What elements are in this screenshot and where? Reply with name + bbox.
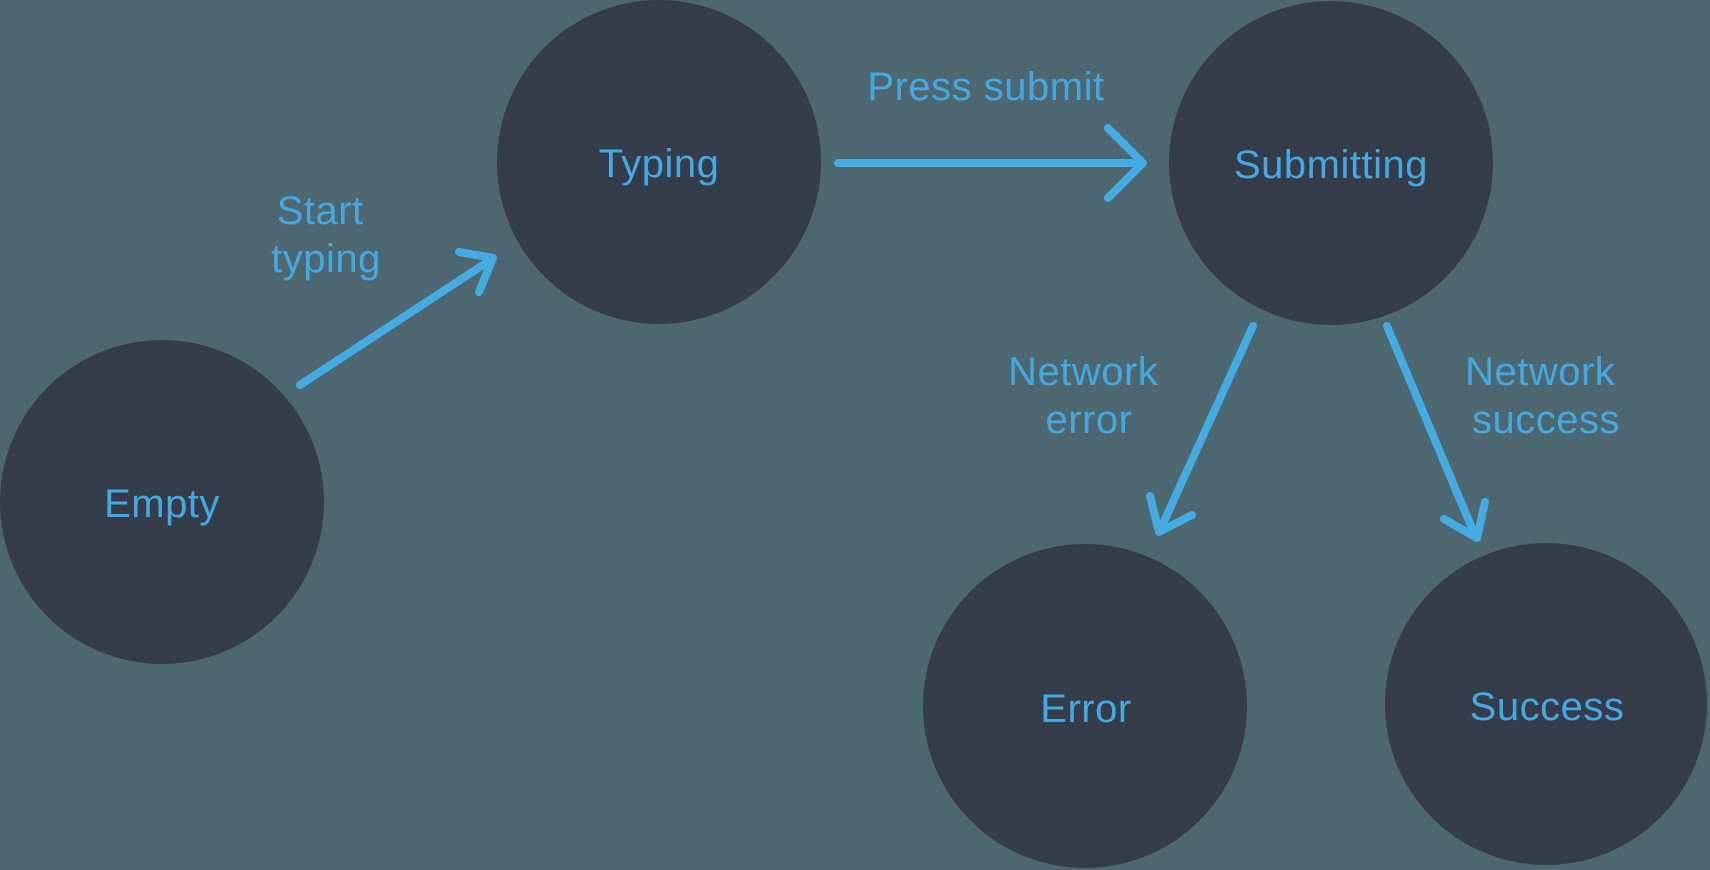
node-typing-circle xyxy=(497,0,821,324)
edge-submitting-success-line xyxy=(1383,322,1478,537)
edge-submitting-to-success: Network success xyxy=(1383,322,1627,542)
edge-empty-typing-arrowhead-icon xyxy=(455,248,497,296)
edge-empty-to-typing: Start typing xyxy=(271,189,497,389)
node-empty: Empty xyxy=(0,340,324,664)
edge-submitting-to-error: Network error xyxy=(1008,322,1257,536)
node-submitting-label: Submitting xyxy=(1234,143,1428,187)
node-error-label: Error xyxy=(1040,687,1131,731)
node-typing: Typing xyxy=(497,0,821,324)
node-empty-label: Empty xyxy=(104,482,220,526)
edge-label-press-submit: Press submit xyxy=(867,65,1104,109)
node-success-label: Success xyxy=(1470,685,1625,729)
edge-submitting-error-arrowhead-icon xyxy=(1146,492,1196,536)
node-empty-circle xyxy=(0,340,324,664)
edge-submitting-success-arrowhead-icon xyxy=(1440,498,1489,542)
edge-label-network-success: Network success xyxy=(1465,350,1627,442)
node-error-circle xyxy=(923,544,1247,868)
edge-submitting-error-line xyxy=(1157,322,1257,532)
node-submitting-circle xyxy=(1169,1,1493,325)
node-typing-label: Typing xyxy=(599,142,720,186)
node-submitting: Submitting xyxy=(1169,1,1493,325)
edge-typing-to-submitting: Press submit xyxy=(834,65,1147,202)
node-success-circle xyxy=(1385,543,1707,865)
node-error: Error xyxy=(923,544,1247,868)
edge-empty-typing-line xyxy=(296,259,490,389)
node-success: Success xyxy=(1385,543,1707,865)
edge-typing-submitting-arrowhead-icon xyxy=(1104,124,1147,202)
edge-label-start-typing: Start typing xyxy=(271,189,381,281)
edge-label-network-error: Network error xyxy=(1008,350,1170,442)
